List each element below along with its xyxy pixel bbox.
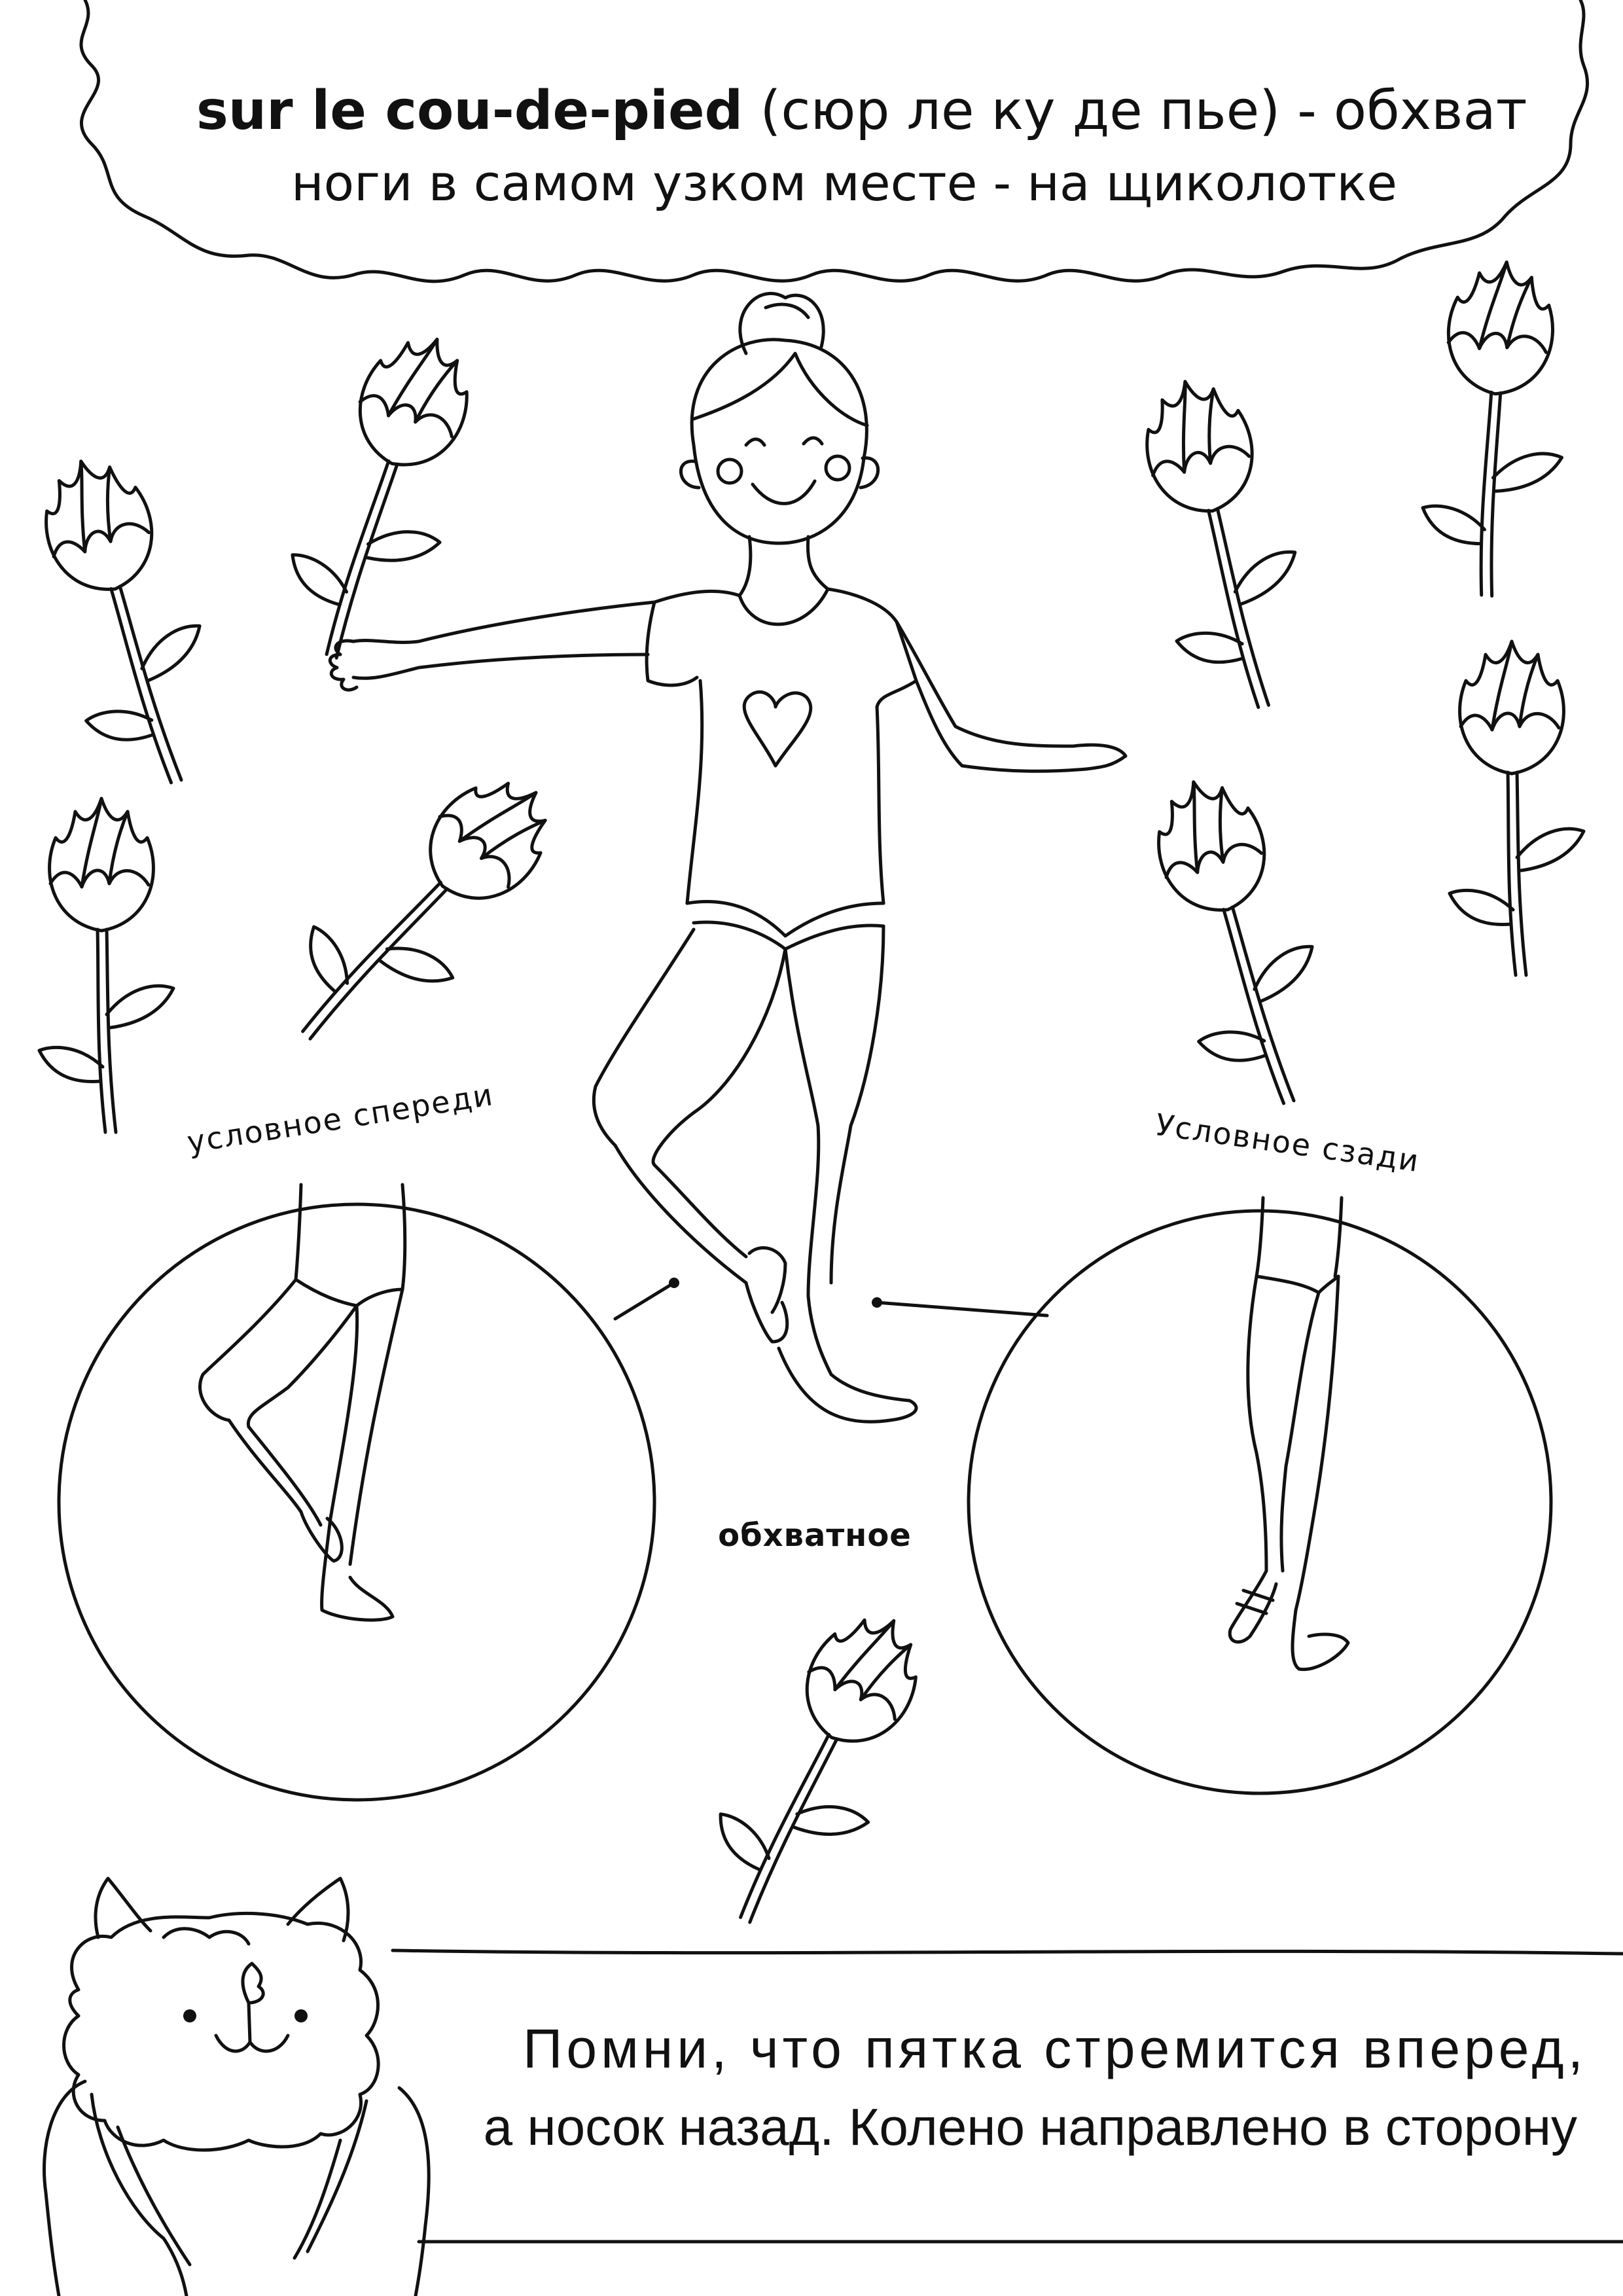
- connector-back: [875, 1300, 1049, 1318]
- tip-line-2: а носок назад. Колено направлено в сторо…: [483, 2098, 1577, 2156]
- cloud-outline: [79, 0, 1589, 283]
- divider-bottom: [417, 2239, 1623, 2244]
- divider-top: [391, 1948, 1623, 1956]
- cat-illustration: [43, 1876, 431, 2296]
- term-pronunciation: (сюр ле ку де пье) - обхват: [743, 80, 1527, 142]
- tulip-icon: [256, 749, 587, 1080]
- french-term: sur le cou-de-pied: [196, 80, 743, 142]
- tulip-icon: [1133, 763, 1349, 1121]
- header-definition: ноги в самом узком месте - на щиколотке: [291, 154, 1398, 212]
- tulip-icon: [21, 442, 237, 800]
- tulip-icon: [1124, 367, 1325, 721]
- front-legs-detail: [198, 1183, 407, 1622]
- tulip-icon: [1450, 641, 1584, 975]
- connector-front: [613, 1281, 676, 1321]
- ballerina-figure: [328, 292, 1128, 1424]
- front-view-circle: [57, 1202, 656, 1802]
- tulip-icon: [1416, 257, 1578, 601]
- tip-line-1: Помни, что пятка стремится вперед,: [523, 2018, 1587, 2079]
- tulip-icon: [39, 798, 173, 1132]
- back-view-circle: [967, 1209, 1553, 1795]
- wrapping-label: обхватное: [718, 1517, 912, 1554]
- header-title: sur le cou-de-pied (сюр ле ку де пье) - …: [196, 79, 1527, 144]
- back-legs-detail: [1228, 1196, 1350, 1672]
- tulip-icon: [264, 318, 505, 677]
- tulip-icon: [682, 1592, 957, 1950]
